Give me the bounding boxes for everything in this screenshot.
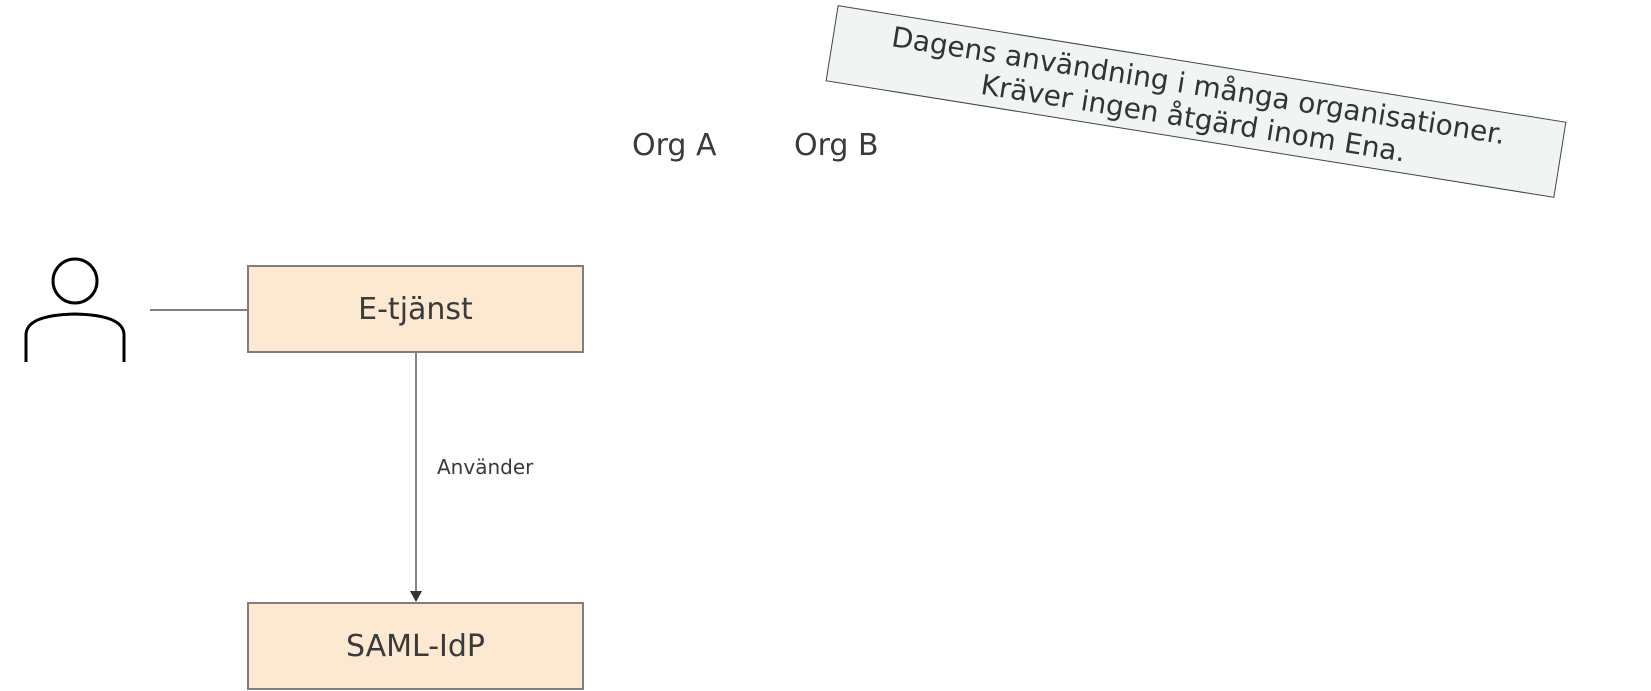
org-b-label: Org B — [794, 128, 879, 163]
saml-idp-label: SAML-IdP — [346, 628, 485, 664]
etjanst-label: E-tjänst — [358, 291, 473, 327]
uses-edge-label: Använder — [437, 455, 534, 479]
uses-arrow-head — [410, 591, 422, 602]
org-a-label: Org A — [632, 128, 717, 163]
user-icon — [24, 257, 126, 362]
etjanst-node[interactable]: E-tjänst — [247, 265, 584, 353]
saml-idp-node[interactable]: SAML-IdP — [247, 602, 584, 690]
